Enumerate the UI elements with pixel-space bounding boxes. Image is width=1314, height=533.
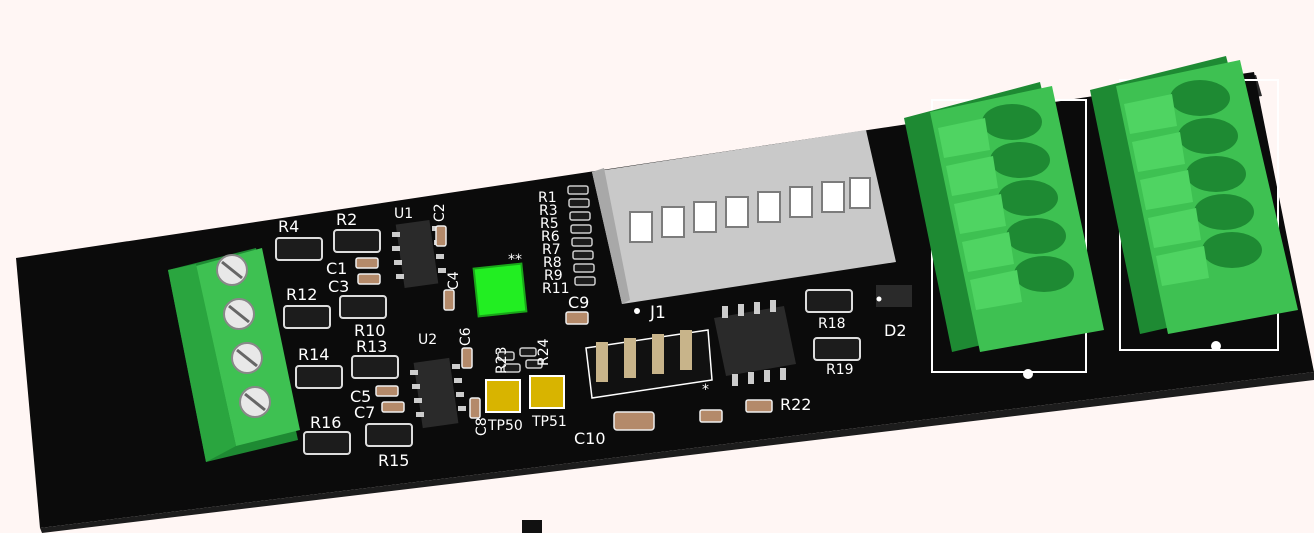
label-ic-mark: * — [702, 382, 709, 398]
label-r18: R18 — [818, 316, 846, 332]
label-r3: R3 — [539, 203, 558, 219]
label-r7: R7 — [542, 242, 561, 258]
label-qfn-mark: ** — [508, 252, 522, 268]
label-c6: C6 — [458, 327, 474, 346]
test-pad-tp50 — [485, 379, 521, 413]
smd-capacitors — [355, 225, 773, 431]
label-r22: R22 — [780, 395, 811, 414]
test-pad-tp51 — [529, 375, 565, 409]
label-r5: R5 — [540, 216, 559, 232]
label-r1: R1 — [538, 190, 557, 206]
label-r6: R6 — [541, 229, 560, 245]
right-terminal-1 — [904, 82, 1104, 379]
label-tp50: TP50 — [487, 418, 523, 434]
bottom-component-fragment — [522, 520, 542, 533]
label-c1: C1 — [326, 259, 347, 278]
label-c7: C7 — [354, 403, 375, 422]
label-u2: U2 — [418, 332, 437, 348]
label-c3: C3 — [328, 277, 349, 296]
label-r19: R19 — [826, 362, 854, 378]
label-r23: R23 — [494, 346, 510, 374]
label-c4: C4 — [446, 271, 462, 290]
label-c9: C9 — [568, 293, 589, 312]
label-r14: R14 — [298, 345, 329, 364]
silkscreen-labels: R4 R2 U1 C2 C1 C3 C4 R12 R10 R14 R13 U2 … — [278, 190, 907, 470]
label-r12: R12 — [286, 285, 317, 304]
j1-header — [592, 130, 896, 304]
label-tp51: TP51 — [531, 414, 567, 430]
label-j1: J1 — [649, 303, 666, 323]
label-c2: C2 — [432, 203, 448, 222]
ic-u2 — [410, 357, 466, 429]
label-u1: U1 — [394, 206, 413, 222]
label-r24: R24 — [536, 338, 552, 366]
label-r2: R2 — [336, 210, 357, 229]
diode-d2 — [876, 285, 912, 307]
label-r9: R9 — [544, 268, 563, 284]
label-r4: R4 — [278, 217, 299, 236]
label-r8: R8 — [543, 255, 562, 271]
ic-soic8-right — [714, 300, 796, 386]
label-c5: C5 — [350, 387, 371, 406]
label-r15: R15 — [378, 451, 409, 470]
board-front-edge — [40, 372, 1314, 533]
label-c10: C10 — [574, 429, 606, 448]
label-r13: R13 — [356, 337, 387, 356]
resistor-array — [567, 185, 596, 286]
label-r16: R16 — [310, 413, 341, 432]
label-c8: C8 — [474, 417, 490, 436]
label-d2: D2 — [884, 321, 907, 340]
smd-resistors — [275, 229, 861, 455]
label-r10: R10 — [354, 321, 385, 340]
green-qfn-module — [472, 262, 528, 318]
pin-header-4 — [585, 329, 713, 399]
right-terminal-2 — [1090, 56, 1298, 351]
left-screw-terminal — [168, 248, 300, 462]
label-r11: R11 — [542, 281, 570, 297]
